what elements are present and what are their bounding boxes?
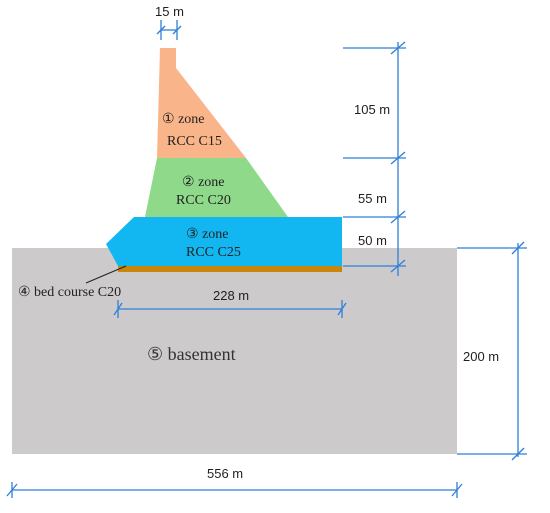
- zone-3-material: RCC C25: [186, 245, 241, 260]
- basement-label: ⑤ basement: [147, 344, 236, 364]
- crest-width-label: 15 m: [155, 4, 184, 19]
- foundation-width-dimension: 556 m: [6, 466, 463, 498]
- zone-2-height-label: 55 m: [358, 191, 387, 206]
- base-width-dimension: 228 m: [113, 288, 347, 318]
- zone-2-title: ② zone: [182, 175, 225, 190]
- zone-1-material: RCC C15: [167, 134, 222, 149]
- bed-course-label: ④ bed course C20: [18, 285, 121, 300]
- foundation-depth-label: 200 m: [463, 349, 499, 364]
- foundation-depth-dimension: 200 m: [457, 241, 527, 461]
- zone-3-title: ③ zone: [186, 227, 229, 242]
- bed-course-layer: [118, 266, 342, 272]
- zone-3-height-label: 50 m: [358, 233, 387, 248]
- zone-2-region: [145, 158, 288, 217]
- zone-1-height-label: 105 m: [354, 102, 390, 117]
- zone-2-material: RCC C20: [176, 193, 231, 208]
- zone-1-title: ① zone: [162, 112, 205, 127]
- crest-width-dimension: 15 m: [155, 4, 184, 40]
- basement-block: [12, 248, 457, 454]
- zone-1-region: [157, 48, 246, 158]
- zone-heights-dimension: 105 m 55 m 50 m: [343, 41, 406, 276]
- zone-3-region: [106, 217, 342, 266]
- base-width-label: 228 m: [213, 288, 249, 303]
- foundation-width-label: 556 m: [207, 466, 243, 481]
- bed-course-leader-line: [85, 265, 127, 284]
